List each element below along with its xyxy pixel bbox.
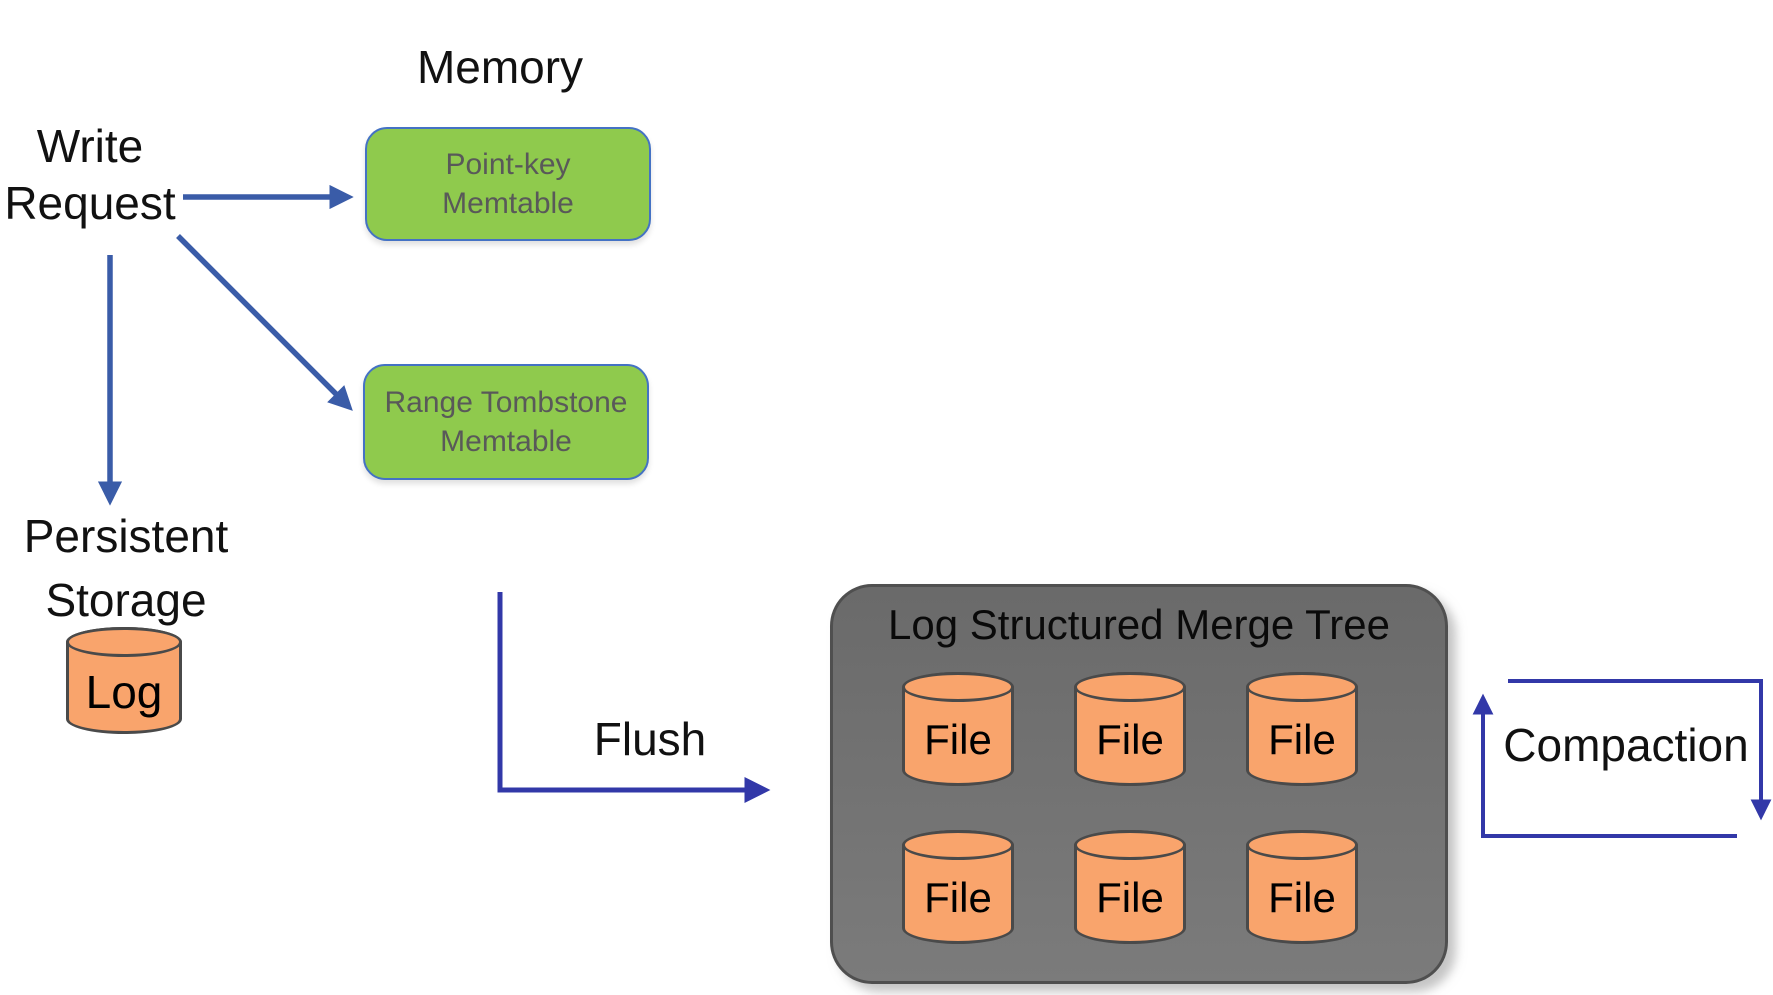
point-key-memtable-box: Point-key Memtable xyxy=(365,127,651,241)
file-cylinder-label: File xyxy=(1268,874,1336,921)
file-cylinder-label: File xyxy=(1096,874,1164,921)
file-cylinder: File xyxy=(1246,830,1358,944)
compaction-label: Compaction xyxy=(1503,719,1749,771)
file-cylinder-label: File xyxy=(924,874,992,921)
file-cylinder: File xyxy=(1074,830,1186,944)
point-key-memtable-line1: Point-key xyxy=(445,148,571,181)
point-key-memtable-line2: Memtable xyxy=(442,187,574,220)
write-request-line2: Request xyxy=(4,177,176,229)
file-cylinder-label: File xyxy=(1268,716,1336,763)
memory-label: Memory xyxy=(416,41,584,93)
write-request-label: Write Request xyxy=(0,118,180,232)
file-cylinder: File xyxy=(1246,672,1358,786)
persistent-storage-line2: Storage xyxy=(45,574,207,626)
file-cylinder: File xyxy=(1074,672,1186,786)
file-cylinder: File xyxy=(902,830,1014,944)
range-tombstone-memtable-box: Range Tombstone Memtable xyxy=(363,364,649,480)
persistent-storage-label: Persistent Storage xyxy=(10,504,242,632)
write-to-range-arrow xyxy=(176,234,353,411)
file-cylinder-label: File xyxy=(1096,716,1164,763)
range-tombstone-memtable-line2: Memtable xyxy=(440,425,572,458)
write-request-line1: Write xyxy=(36,120,144,172)
flush-label: Flush xyxy=(593,713,707,765)
lsm-tree-title: Log Structured Merge Tree xyxy=(888,601,1390,648)
file-cylinder: File xyxy=(902,672,1014,786)
log-cylinder: Log xyxy=(66,627,182,734)
persistent-storage-line1: Persistent xyxy=(23,510,229,562)
range-tombstone-memtable-line1: Range Tombstone xyxy=(384,386,628,419)
file-cylinder-label: File xyxy=(924,716,992,763)
log-cylinder-label: Log xyxy=(85,665,163,718)
